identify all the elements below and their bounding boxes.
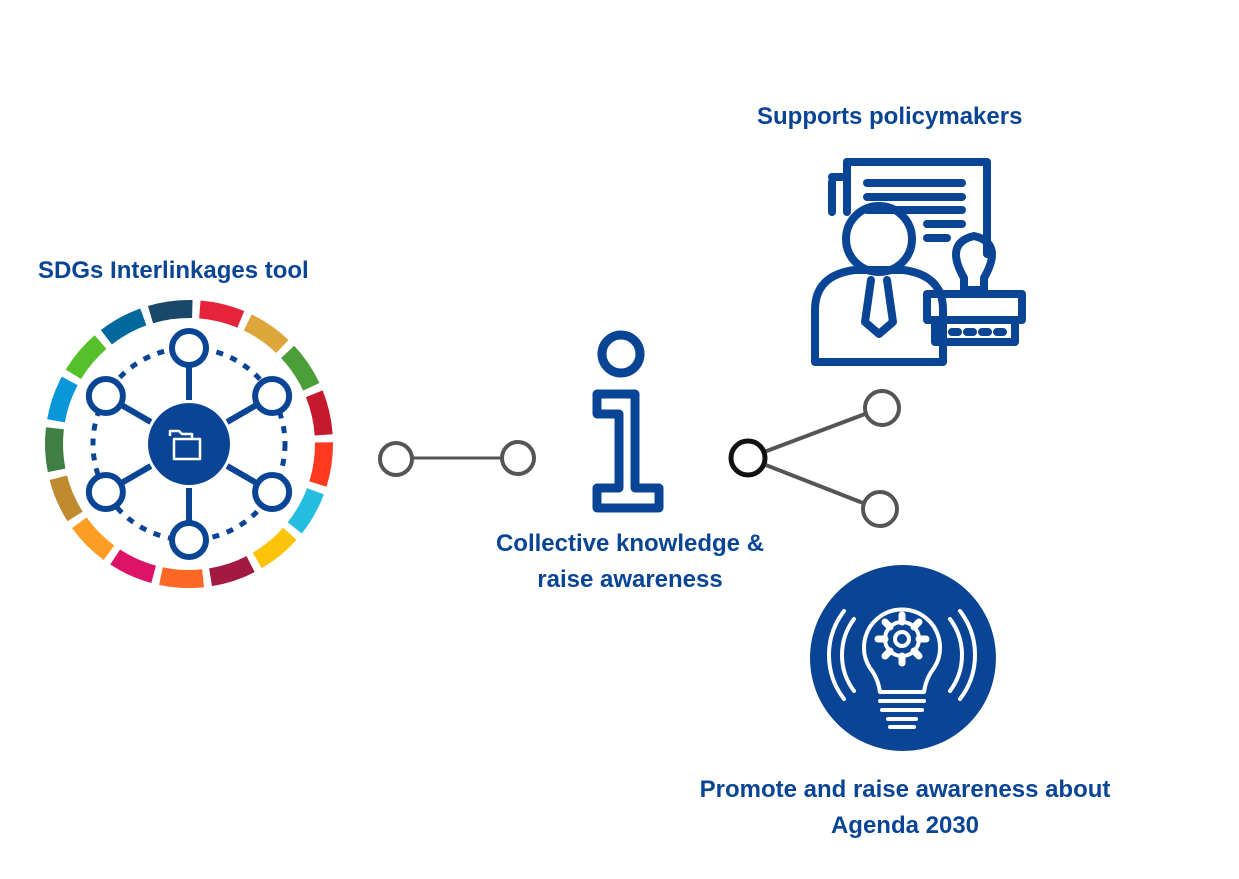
sdg-segment bbox=[147, 300, 193, 324]
sdg-segment bbox=[47, 376, 78, 423]
network-spokes bbox=[119, 366, 259, 522]
promote-agenda-line-2: Agenda 2030 bbox=[830, 812, 980, 839]
info-icon bbox=[592, 330, 664, 513]
network-node bbox=[169, 520, 209, 560]
sdg-segment bbox=[252, 527, 297, 569]
sdg-network-wheel-icon bbox=[45, 300, 333, 588]
network-spoke bbox=[119, 402, 153, 425]
folder-icon bbox=[168, 429, 202, 461]
center-hub bbox=[148, 403, 230, 485]
sdg-segment bbox=[49, 475, 83, 522]
network-node bbox=[85, 376, 126, 416]
sdg-segment bbox=[159, 567, 205, 588]
sdg-segment bbox=[309, 442, 333, 487]
collective-knowledge-line-1: Collective knowledge & bbox=[495, 530, 765, 557]
network-node bbox=[85, 472, 126, 512]
promote-agenda-2030-label: Promote and raise awareness about Agenda… bbox=[660, 772, 1150, 844]
sdg-segment bbox=[199, 300, 245, 328]
network-node bbox=[169, 328, 209, 368]
sdg-segment bbox=[110, 549, 156, 583]
collective-knowledge-label: Collective knowledge & raise awareness bbox=[470, 526, 790, 598]
sdg-segment bbox=[45, 427, 66, 473]
collective-knowledge-line-2: raise awareness bbox=[537, 566, 723, 593]
sdg-color-ring bbox=[45, 300, 333, 588]
sdg-segment bbox=[100, 308, 147, 345]
network-spoke bbox=[225, 402, 259, 425]
network-nodes bbox=[85, 328, 293, 560]
network-node bbox=[252, 472, 293, 512]
sdg-segment bbox=[287, 488, 324, 534]
lightbulb-gear-icon bbox=[810, 565, 996, 751]
policymaker-document-stamp-icon bbox=[811, 158, 1026, 366]
sdg-segment bbox=[65, 335, 107, 379]
network-spoke bbox=[119, 463, 153, 486]
share-icon bbox=[728, 389, 901, 528]
sdg-segment bbox=[281, 345, 320, 391]
sdg-segment bbox=[209, 556, 255, 587]
connector-line-icon bbox=[378, 440, 536, 477]
sdgs-interlinkages-tool-label: SDGs Interlinkages tool bbox=[38, 257, 309, 284]
promote-agenda-line-1: Promote and raise awareness about bbox=[699, 776, 1111, 803]
network-spoke bbox=[225, 463, 259, 486]
network-node bbox=[252, 376, 293, 416]
sdg-segment bbox=[305, 390, 333, 436]
sdg-segment bbox=[71, 517, 115, 560]
supports-policymakers-label: Supports policymakers bbox=[757, 103, 1023, 130]
sdg-segment bbox=[243, 314, 289, 353]
